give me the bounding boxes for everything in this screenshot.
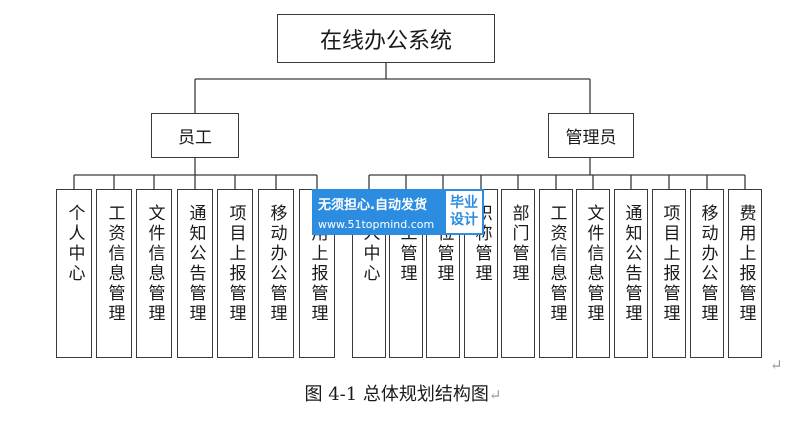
employee-leaf-notice: 通知公告管理 bbox=[177, 189, 213, 358]
admin-leaf-notice: 通知公告管理 bbox=[614, 189, 648, 358]
leaf-label: 文件信息管理 bbox=[583, 204, 604, 324]
employee-leaf-project-report: 项目上报管理 bbox=[217, 189, 253, 358]
root-node: 在线办公系统 bbox=[277, 14, 495, 63]
leaf-label: 通知公告管理 bbox=[621, 204, 642, 324]
leaf-label: 移动办公管理 bbox=[266, 204, 287, 324]
employee-node-label: 员工 bbox=[178, 128, 212, 148]
admin-leaf-salary-info: 工资信息管理 bbox=[539, 189, 573, 358]
admin-node: 管理员 bbox=[548, 113, 634, 158]
leaf-label: 项目上报管理 bbox=[225, 204, 246, 324]
watermark-badge: 无须担心.自动发货 www.51topmind.com 毕业 设计 bbox=[312, 189, 484, 235]
employee-leaf-mobile-office: 移动办公管理 bbox=[258, 189, 294, 358]
admin-leaf-department-mgmt: 部门管理 bbox=[501, 189, 535, 358]
employee-leaf-file-info: 文件信息管理 bbox=[136, 189, 172, 358]
admin-leaf-file-info: 文件信息管理 bbox=[576, 189, 610, 358]
leaf-label: 项目上报管理 bbox=[659, 204, 680, 324]
employee-node: 员工 bbox=[151, 113, 239, 158]
watermark-url: www.51topmind.com bbox=[318, 218, 435, 231]
figure-caption-text: 图 4-1 总体规划结构图 bbox=[304, 384, 489, 405]
caption-paragraph-mark: ↵ bbox=[488, 386, 502, 404]
leaf-label: 个人中心 bbox=[64, 204, 85, 284]
watermark-main: 无须担心.自动发货 www.51topmind.com bbox=[312, 189, 444, 235]
admin-node-label: 管理员 bbox=[565, 128, 617, 148]
paragraph-mark: ↵ bbox=[770, 356, 783, 374]
watermark-slogan: 无须担心.自动发货 bbox=[318, 198, 427, 213]
watermark-side-tag: 毕业 设计 bbox=[444, 189, 484, 235]
admin-leaf-project-report: 项目上报管理 bbox=[652, 189, 686, 358]
leaf-label: 部门管理 bbox=[508, 204, 529, 284]
leaf-label: 通知公告管理 bbox=[185, 204, 206, 324]
leaf-label: 工资信息管理 bbox=[546, 204, 567, 324]
admin-leaf-mobile-office: 移动办公管理 bbox=[690, 189, 724, 358]
admin-leaf-expense-report: 费用上报管理 bbox=[728, 189, 762, 358]
watermark-side-line2: 设计 bbox=[450, 212, 478, 228]
leaf-label: 费用上报管理 bbox=[735, 204, 756, 324]
employee-leaf-salary-info: 工资信息管理 bbox=[96, 189, 132, 358]
watermark-side-line1: 毕业 bbox=[450, 195, 478, 212]
figure-caption: 图 4-1 总体规划结构图↵ bbox=[0, 380, 806, 406]
leaf-label: 文件信息管理 bbox=[144, 204, 165, 324]
root-node-label: 在线办公系统 bbox=[319, 28, 452, 54]
employee-leaf-personal-center: 个人中心 bbox=[56, 189, 92, 358]
leaf-label: 移动办公管理 bbox=[697, 204, 718, 324]
leaf-label: 工资信息管理 bbox=[104, 204, 125, 324]
